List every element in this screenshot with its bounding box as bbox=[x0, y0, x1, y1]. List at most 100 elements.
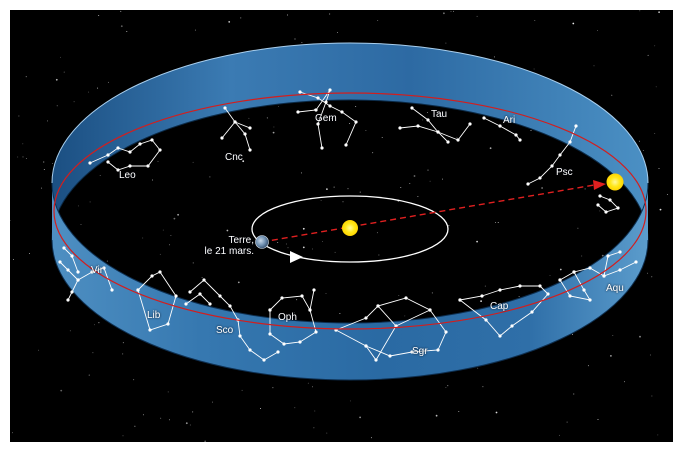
constellation-star bbox=[248, 126, 252, 130]
background-star bbox=[337, 32, 338, 33]
background-star bbox=[41, 187, 43, 189]
constellation-label-lib: Lib bbox=[147, 310, 161, 321]
background-star bbox=[285, 243, 287, 245]
background-star bbox=[294, 407, 296, 409]
background-star bbox=[228, 21, 231, 23]
constellation-star bbox=[136, 288, 140, 292]
background-star bbox=[272, 387, 274, 389]
constellation-star bbox=[572, 270, 576, 274]
background-star bbox=[169, 244, 171, 246]
background-star bbox=[584, 188, 586, 190]
background-star bbox=[185, 422, 188, 425]
constellation-star bbox=[574, 124, 578, 128]
constellation-star bbox=[166, 322, 170, 326]
constellation-star bbox=[446, 140, 450, 144]
background-star bbox=[658, 11, 660, 14]
background-star bbox=[107, 81, 109, 83]
background-star bbox=[43, 161, 45, 163]
background-star bbox=[398, 295, 400, 296]
background-star bbox=[329, 13, 331, 15]
background-star bbox=[77, 205, 79, 207]
constellation-star bbox=[608, 198, 612, 202]
orbit-direction-arrow bbox=[290, 251, 303, 263]
constellation-star bbox=[280, 296, 284, 300]
constellation-star bbox=[300, 294, 304, 298]
constellation-star bbox=[598, 194, 602, 198]
background-star bbox=[359, 191, 361, 193]
constellation-star bbox=[340, 110, 344, 114]
background-star bbox=[278, 105, 279, 107]
background-star bbox=[558, 434, 560, 436]
background-star bbox=[442, 178, 443, 180]
constellation-star bbox=[128, 150, 132, 154]
constellation-star bbox=[296, 110, 300, 114]
constellation-psc-lines bbox=[527, 125, 577, 185]
constellation-star bbox=[416, 124, 420, 128]
sight-line bbox=[261, 183, 601, 243]
background-star bbox=[204, 440, 207, 443]
constellation-star bbox=[174, 294, 178, 298]
band-front-top-edge bbox=[51, 182, 649, 324]
constellation-star bbox=[354, 120, 358, 124]
background-star bbox=[302, 246, 305, 249]
background-star bbox=[581, 255, 583, 257]
background-star bbox=[237, 281, 240, 284]
background-star bbox=[378, 254, 380, 256]
background-star bbox=[120, 10, 122, 12]
constellation-star bbox=[376, 304, 380, 308]
background-star bbox=[655, 86, 657, 88]
background-star bbox=[260, 408, 261, 409]
constellation-star bbox=[364, 316, 368, 320]
constellation-star bbox=[70, 254, 74, 258]
constellation-star bbox=[602, 274, 606, 278]
background-star bbox=[493, 56, 495, 58]
constellation-star bbox=[538, 176, 542, 180]
background-star bbox=[599, 210, 601, 212]
background-star bbox=[122, 353, 124, 355]
background-star bbox=[654, 45, 656, 47]
constellation-star bbox=[468, 122, 472, 126]
constellation-star bbox=[76, 270, 80, 274]
background-star bbox=[610, 355, 612, 357]
constellation-star bbox=[248, 148, 252, 152]
background-star bbox=[445, 42, 447, 44]
background-star bbox=[294, 38, 296, 40]
constellation-star bbox=[188, 290, 192, 294]
background-star bbox=[638, 140, 640, 142]
background-star bbox=[349, 400, 351, 402]
constellation-star bbox=[436, 348, 440, 352]
constellation-star bbox=[158, 148, 162, 152]
constellation-star bbox=[298, 90, 302, 94]
constellation-star bbox=[150, 138, 154, 142]
background-star bbox=[98, 322, 100, 324]
constellation-star bbox=[116, 168, 120, 172]
background-star bbox=[381, 137, 383, 139]
background-star bbox=[573, 393, 575, 395]
background-star bbox=[409, 183, 411, 185]
background-star bbox=[266, 117, 268, 119]
background-star bbox=[549, 274, 551, 276]
background-star bbox=[572, 22, 575, 25]
constellation-star bbox=[102, 266, 106, 270]
background-star bbox=[287, 14, 288, 16]
background-star bbox=[152, 179, 154, 181]
constellation-star bbox=[616, 206, 620, 210]
constellation-label-psc: Psc bbox=[556, 167, 573, 178]
background-star bbox=[25, 158, 27, 160]
constellation-star bbox=[480, 294, 484, 298]
background-star bbox=[240, 17, 242, 19]
background-star bbox=[445, 387, 447, 389]
constellation-star bbox=[268, 332, 272, 336]
background-star bbox=[333, 186, 335, 188]
constellation-star bbox=[228, 304, 232, 308]
background-star bbox=[572, 333, 573, 335]
constellation-star bbox=[482, 116, 486, 120]
background-star bbox=[477, 367, 479, 369]
background-star bbox=[122, 435, 124, 437]
constellation-star bbox=[518, 284, 522, 288]
constellation-star bbox=[218, 294, 222, 298]
background-star bbox=[533, 68, 535, 70]
constellation-star bbox=[498, 288, 502, 292]
background-star bbox=[312, 248, 313, 250]
